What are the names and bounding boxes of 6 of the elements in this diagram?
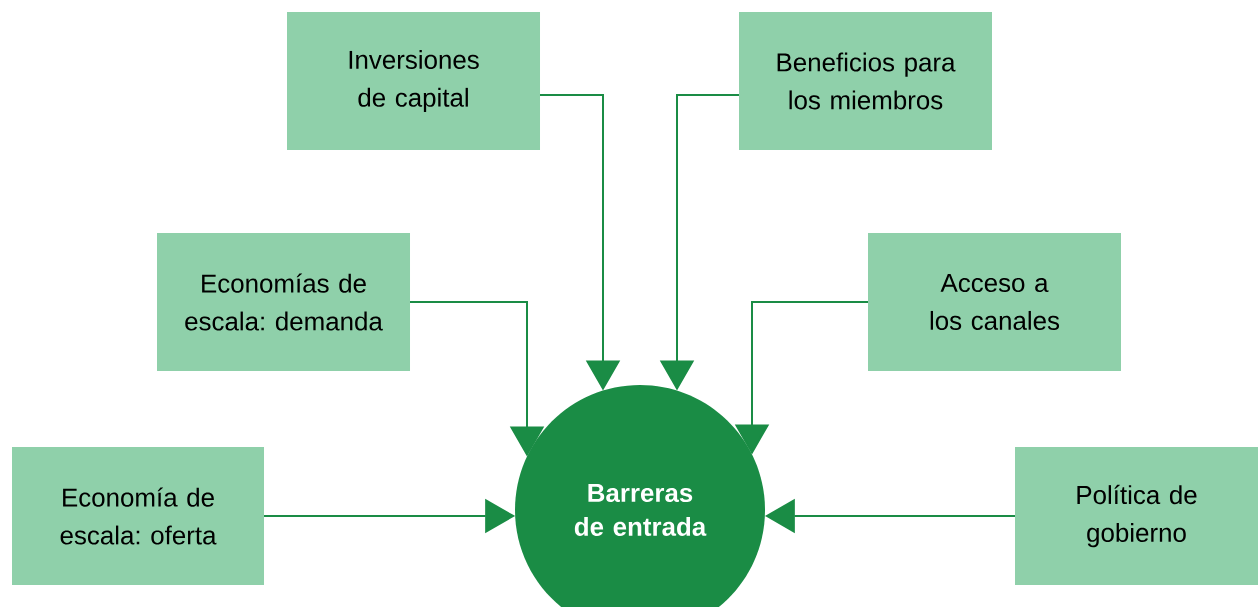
factor-box: Inversiones de capital xyxy=(287,12,540,150)
factor-box: Economía de escala: oferta xyxy=(12,447,264,585)
factor-box: Política de gobierno xyxy=(1015,447,1258,585)
factor-box: Acceso a los canales xyxy=(868,233,1121,371)
factor-box: Economías de escala: demanda xyxy=(157,233,410,371)
factor-box: Beneficios para los miembros xyxy=(739,12,992,150)
